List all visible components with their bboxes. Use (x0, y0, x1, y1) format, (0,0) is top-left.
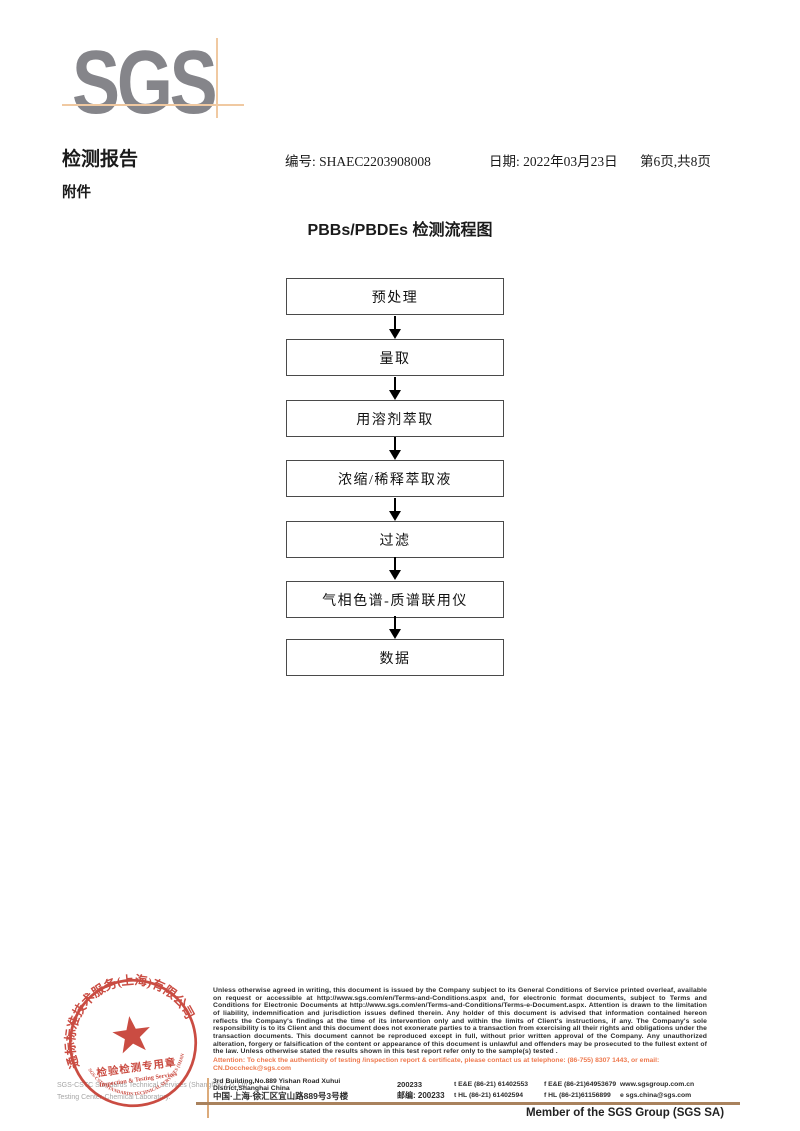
inspection-stamp: 通标标准技术服务(上海)有限公司 SGS-CSTC STANDARDS TECH… (55, 965, 202, 1108)
flow-step-data: 数据 (286, 639, 504, 676)
report-date-value: 2022年03月23日 (523, 154, 618, 169)
sgs-logo: SGS (72, 33, 218, 133)
tel-cn: t HL (86-21) 61402594 (454, 1092, 524, 1099)
report-number-value: SHAEC2203908008 (319, 154, 431, 169)
flow-step-pretreatment: 预处理 (286, 278, 504, 315)
flow-step-filter: 过滤 (286, 521, 504, 558)
report-number: 编号: SHAEC2203908008 (285, 150, 431, 170)
arrow-down-icon (388, 616, 402, 639)
address-en: 3rd Building,No.889 Yishan Road Xuhui Di… (213, 1077, 341, 1092)
arrow-down-icon (388, 316, 402, 339)
attention-notice: Attention: To check the authenticity of … (213, 1057, 660, 1072)
flow-step-concentrate-dilute: 浓缩/稀释萃取液 (286, 460, 504, 497)
arrow-down-icon (388, 557, 402, 580)
flow-step-measure: 量取 (286, 339, 504, 376)
address-cn: 中国·上海·徐汇区宜山路889号3号楼 (213, 1090, 349, 1101)
stamp-arc-top-text: 通标标准技术服务(上海)有限公司 (55, 965, 202, 1071)
website: www.sgsgroup.com.cn (620, 1081, 695, 1088)
address-row-en: 3rd Building,No.889 Yishan Road Xuhui Di… (213, 1077, 733, 1092)
postcode-en: 200233 (397, 1080, 423, 1089)
footer-rule-line (196, 1102, 740, 1105)
arrow-down-icon (388, 437, 402, 460)
attachment-label: 附件 (62, 185, 91, 201)
diagram-title: PBBs/PBDEs 检测流程图 (307, 222, 493, 239)
address-row-cn: 中国·上海·徐汇区宜山路889号3号楼 邮编: 200233 t HL (86-… (213, 1090, 733, 1101)
member-line: Member of the SGS Group (SGS SA) (525, 1107, 725, 1119)
logo-horizontal-line (62, 104, 244, 106)
postcode-cn: 邮编: 200233 (397, 1091, 445, 1100)
address-block: 3rd Building,No.889 Yishan Road Xuhui Di… (213, 1077, 733, 1101)
stamp-circle (68, 978, 198, 1108)
tel-en: t E&E (86-21) 61402553 (454, 1081, 529, 1088)
star-icon (112, 1016, 150, 1054)
report-title: 检测报告 (62, 149, 139, 170)
report-date-label: 日期: (489, 154, 520, 169)
flow-step-solvent-extraction: 用溶剂萃取 (286, 400, 504, 437)
company-lab-gray: Testing Center-Chemical Laboratory. (57, 1094, 171, 1101)
legal-disclaimer: Unless otherwise agreed in writing, this… (213, 987, 707, 1056)
flow-step-gcms: 气相色谱-质谱联用仪 (286, 581, 504, 618)
report-number-label: 编号: (285, 154, 316, 169)
email: e sgs.china@sgs.com (620, 1092, 692, 1099)
company-name-gray: SGS-CSTC Standards Technical Services (S… (57, 1082, 250, 1089)
arrow-down-icon (388, 377, 402, 400)
page-indicator: 第6页,共8页 (640, 154, 711, 169)
fax-en: f E&E (86-21)64953679 (544, 1081, 617, 1088)
report-date: 日期: 2022年03月23日 (489, 150, 618, 170)
logo-vertical-line (216, 38, 218, 118)
address-separator-line (207, 1078, 209, 1118)
legal-block: Unless otherwise agreed in writing, this… (213, 987, 707, 1073)
fax-cn: f HL (86-21)61156899 (544, 1092, 611, 1099)
arrow-down-icon (388, 498, 402, 521)
